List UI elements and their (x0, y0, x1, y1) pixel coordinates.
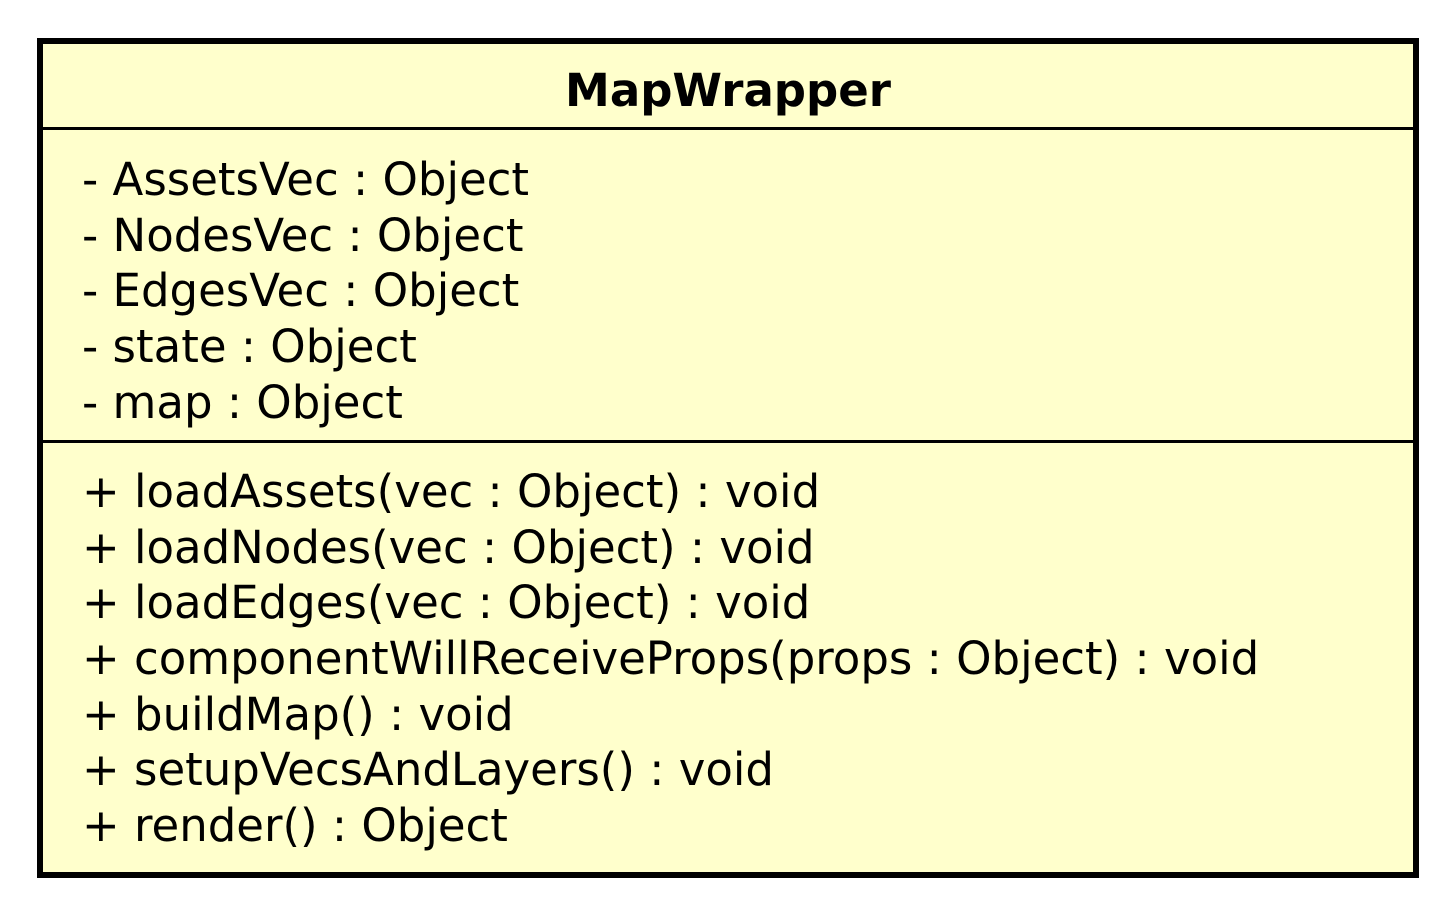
attribute-assetsvec: - AssetsVec : Object (82, 153, 530, 206)
operations-compartment: + loadAssets(vec : Object) : void + load… (43, 443, 1413, 872)
class-name: MapWrapper (43, 44, 1413, 130)
uml-class-box: MapWrapper - AssetsVec : Object - NodesV… (37, 38, 1419, 878)
attributes-compartment: - AssetsVec : Object - NodesVec : Object… (43, 130, 1413, 443)
attribute-map: - map : Object (82, 375, 403, 429)
operation-buildmap: + buildMap() : void (82, 687, 514, 741)
attribute-state: - state : Object (82, 320, 417, 374)
operation-loadnodes: + loadNodes(vec : Object) : void (82, 520, 815, 574)
operation-setupvecsandlayers: + setupVecsAndLayers() : void (82, 743, 774, 797)
attribute-nodesvec: - NodesVec : Object (82, 208, 524, 262)
operation-loadassets: + loadAssets(vec : Object) : void (82, 465, 821, 518)
operation-componentwillreceiveprops: + componentWillReceiveProps(props : Obje… (82, 632, 1260, 686)
operation-loadedges: + loadEdges(vec : Object) : void (82, 576, 811, 630)
operation-render: + render() : Object (82, 799, 508, 853)
attribute-edgesvec: - EdgesVec : Object (82, 264, 520, 318)
